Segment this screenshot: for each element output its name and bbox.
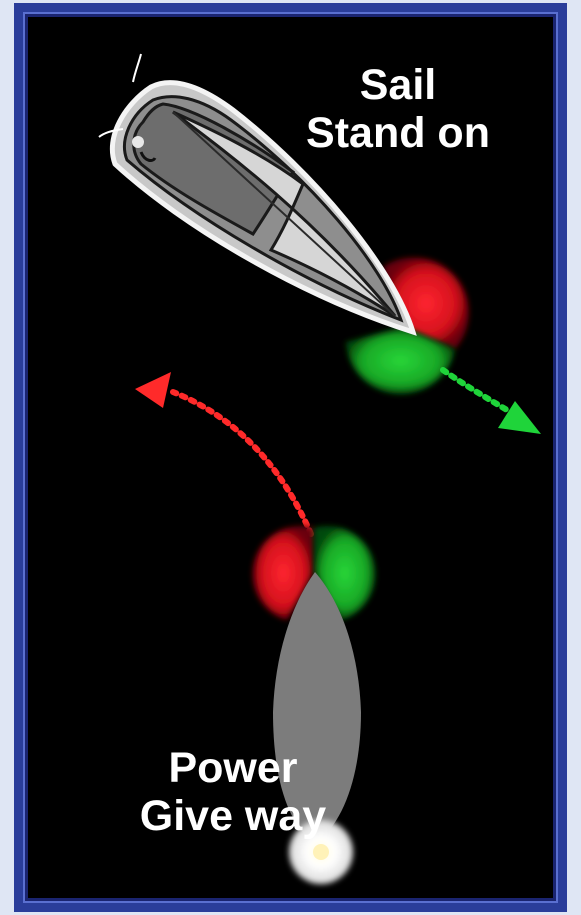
power-label-line1: Power [103,744,363,792]
power-label-line2: Give way [103,792,363,840]
sail-course-arrow [443,370,541,434]
sail-label-line2: Stand on [278,109,518,157]
power-course-arrow [135,372,311,534]
power-give-way-label: Power Give way [103,744,363,840]
sail-stand-on-label: Sail Stand on [278,61,518,157]
sail-label-line1: Sail [278,61,518,109]
arrow-icon [135,372,171,408]
diagram-frame: Sail Stand on Power Give way [14,3,567,912]
